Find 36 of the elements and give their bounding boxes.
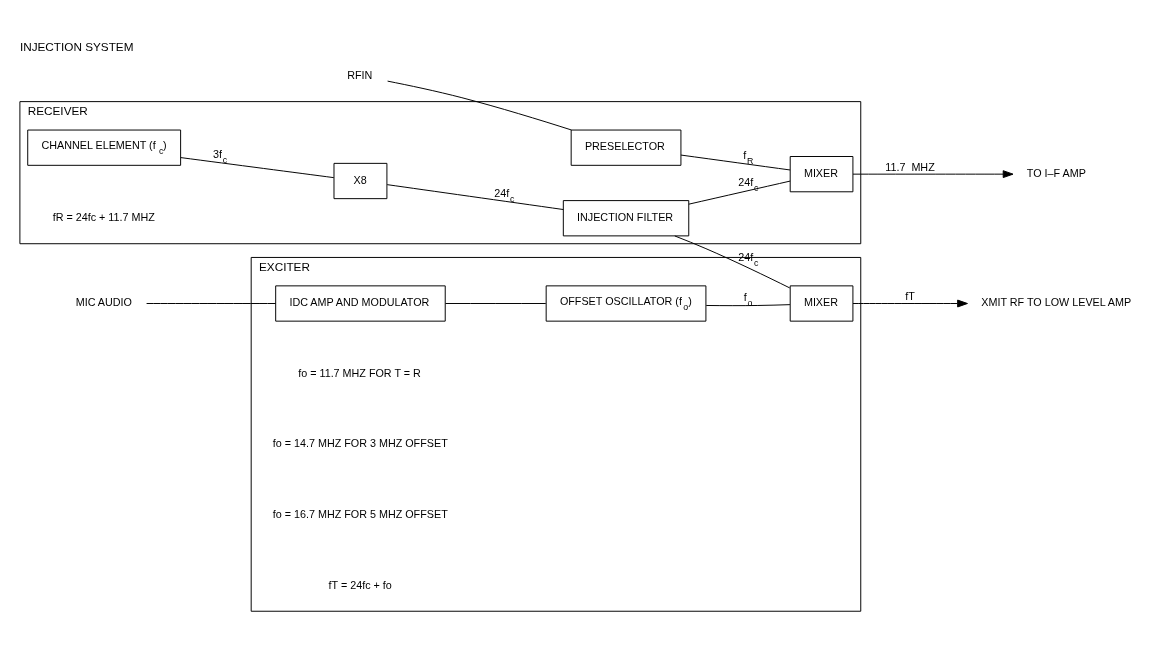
node-box: X8 (333, 162, 388, 199)
connector (688, 180, 791, 205)
edge-label: f$_{R}$ (743, 148, 754, 166)
node-label: fo = 16.7 MHZ FOR 5 MHZ OFFSET (272, 507, 448, 520)
edge-label: f$_{o}$ (743, 290, 753, 308)
node-box: MIXER (789, 155, 854, 192)
connector (146, 302, 277, 304)
edge-label: 24f$_{c}$ (494, 186, 515, 204)
node-box: INJECTION FILTER (562, 199, 690, 236)
edge-label: 24f$_{c}$ (738, 175, 759, 193)
connector (387, 80, 572, 130)
node-text: MIC AUDIO (75, 295, 132, 308)
node-text: RFIN (347, 68, 373, 81)
node-text: TO I–F AMP (1026, 166, 1086, 179)
edge-label: 3f$_{c}$ (212, 147, 228, 165)
node-box: CHANNEL ELEMENT (f$_{c}$) (27, 129, 182, 166)
connector (674, 234, 791, 288)
edge-label: 11.7 MHZ (885, 160, 935, 173)
arrow (852, 299, 968, 307)
node-label: fT = 24fc + fo (328, 578, 392, 590)
node-box: OFFSET OSCILLATOR (f$_{o}$) (545, 284, 707, 322)
node-text: XMIT RF TO LOW LEVEL AMP (981, 295, 1132, 308)
node-box: MIXER (789, 284, 854, 322)
arrow (852, 169, 1014, 178)
node-label: fR = 24fc + 11.7 MHZ (52, 210, 155, 223)
connector (445, 302, 547, 304)
diagram-title: INJECTION SYSTEM (19, 39, 134, 53)
node-box: IDC AMP AND MODULATOR (275, 284, 446, 322)
node-label: fo = 14.7 MHZ FOR 3 MHZ OFFSET (272, 436, 448, 449)
connector (386, 183, 564, 210)
connector (705, 303, 791, 306)
connector (680, 154, 791, 170)
edge-label: fT (905, 289, 915, 302)
node-label: fo = 11.7 MHZ FOR T = R (298, 366, 421, 379)
connector (180, 156, 335, 178)
node-box: PRESELECTOR (570, 129, 682, 166)
